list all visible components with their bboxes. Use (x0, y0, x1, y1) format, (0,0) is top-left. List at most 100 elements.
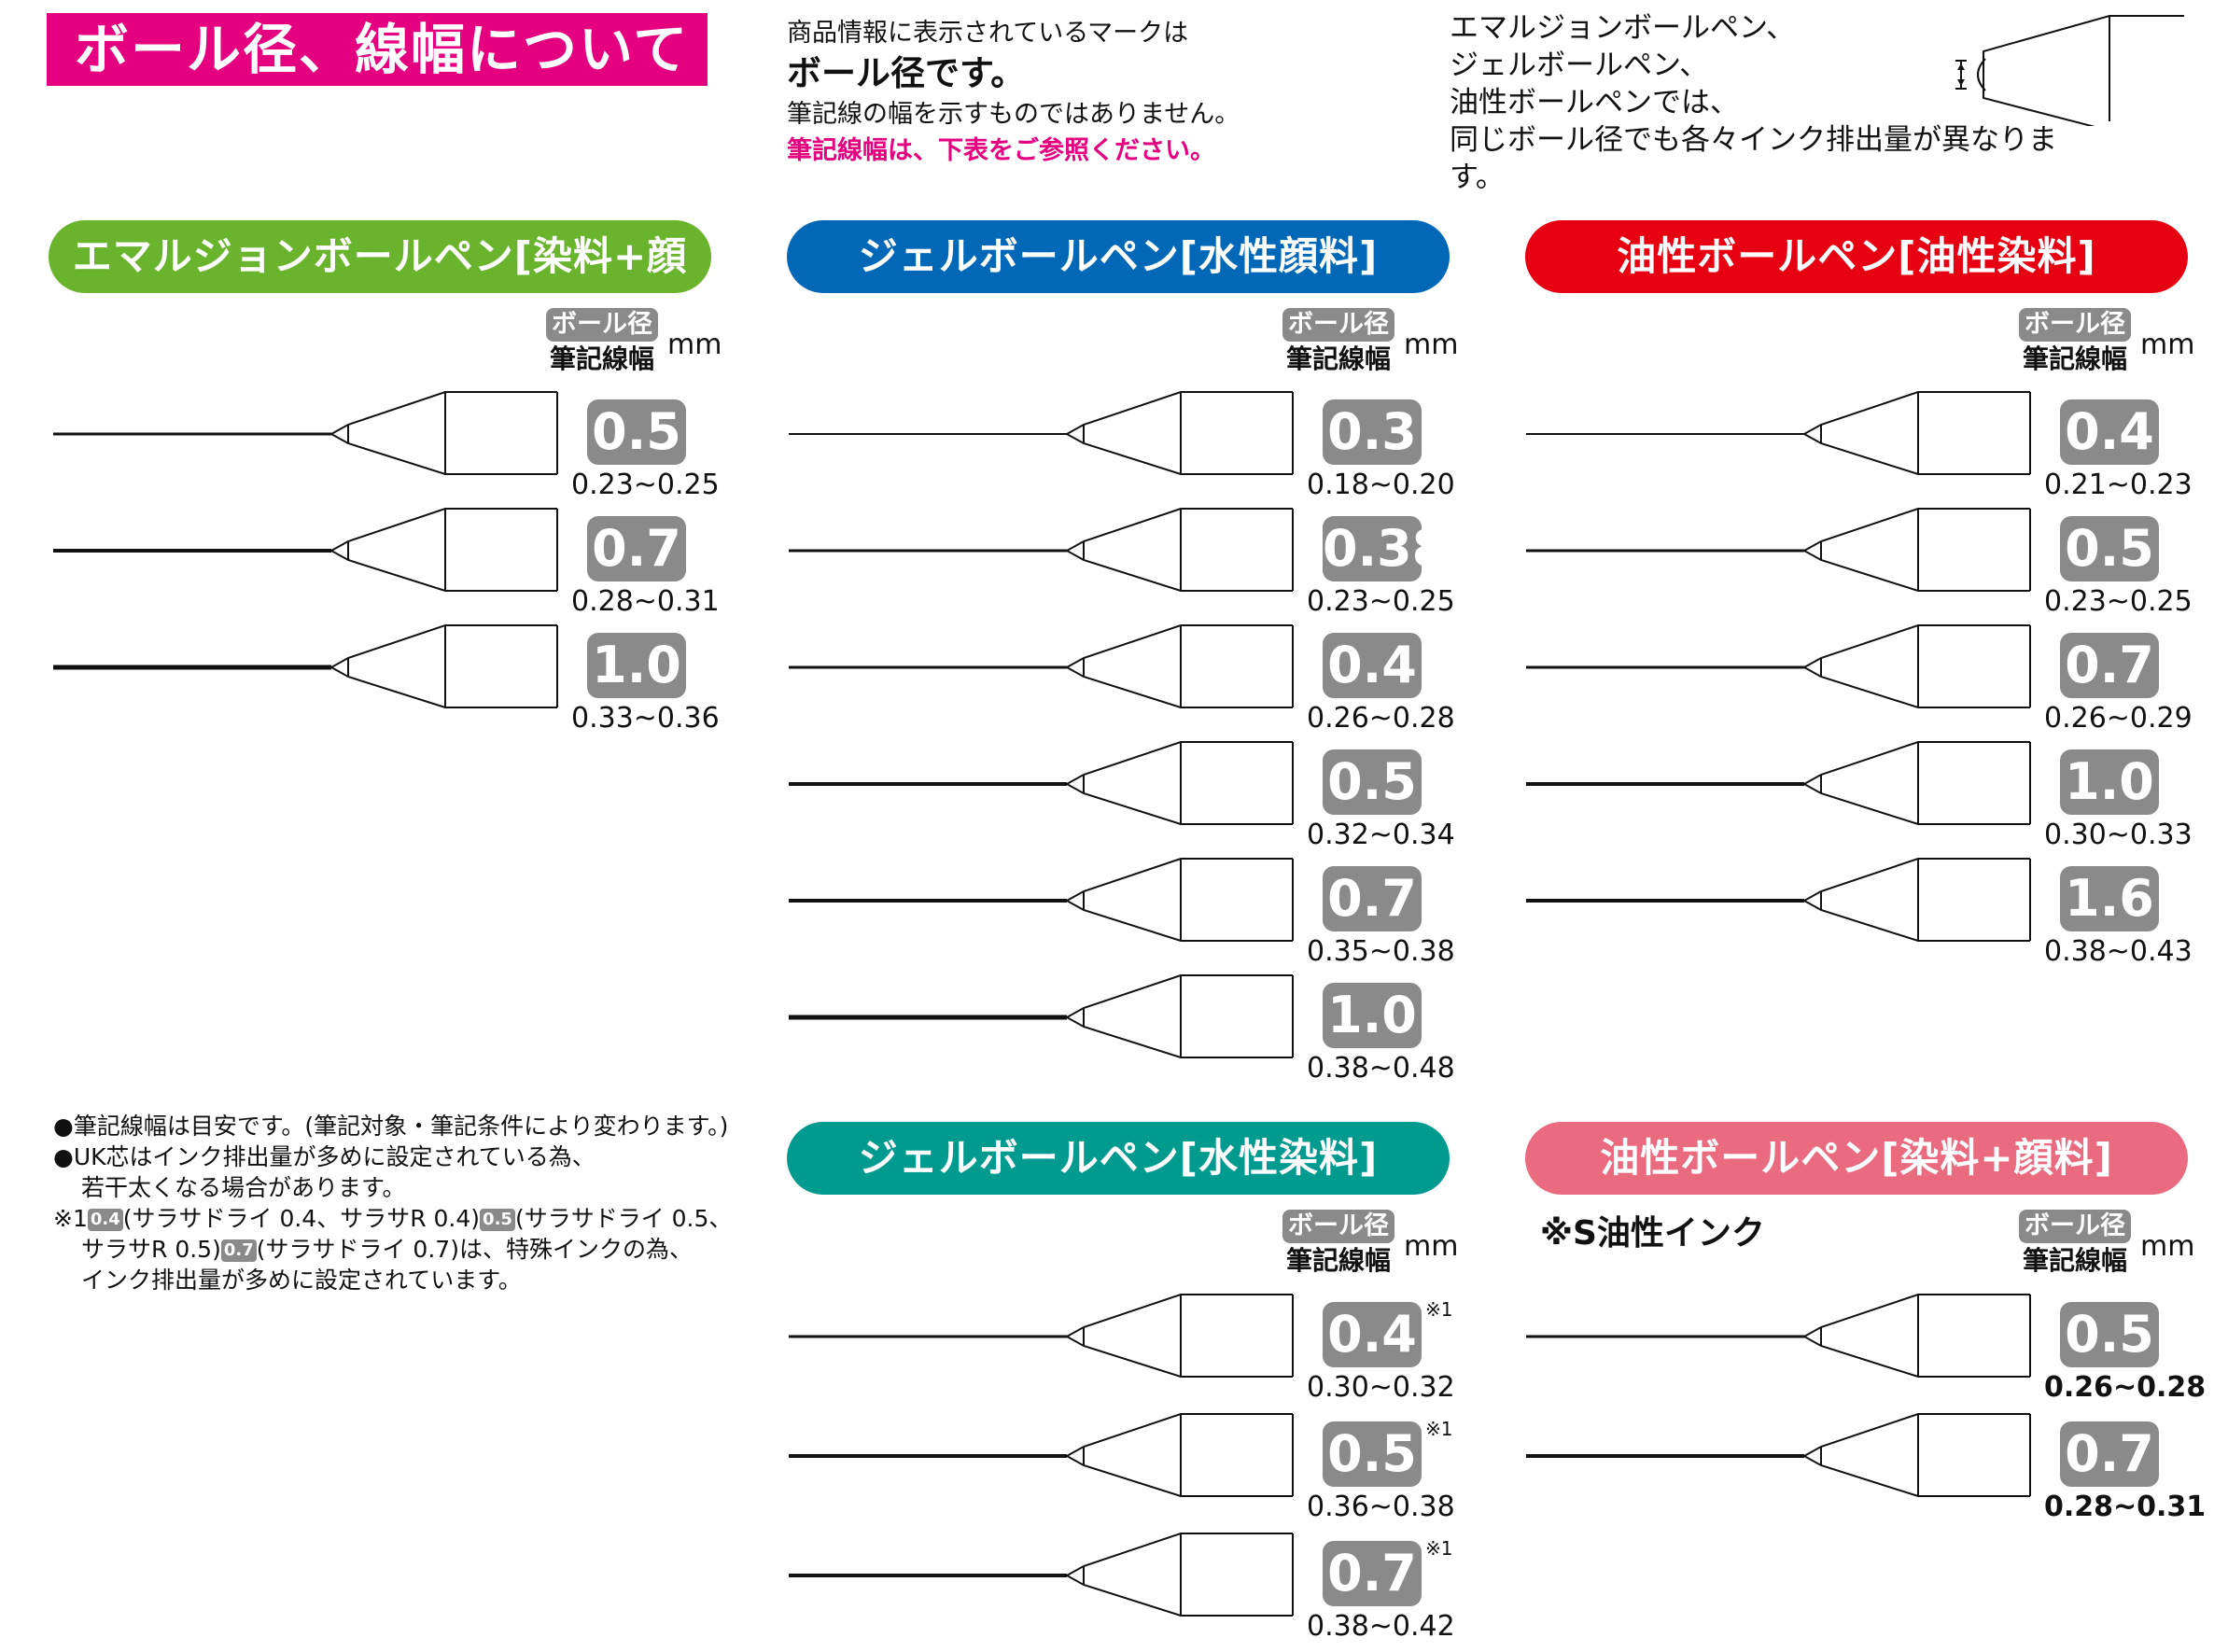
note-3-text3: サラサR 0.5) (81, 1236, 221, 1263)
ball-size-badge: 0.7 (2060, 1421, 2159, 1487)
ball-size-badge: 0.4 (2060, 399, 2159, 465)
pen-row-oil_dye-0: 0.4 0.21~0.23 (1526, 383, 2193, 501)
notice-line2: ボール径です。 (787, 53, 1026, 93)
note-3-prefix: ※1 (53, 1205, 88, 1232)
line-width-label: 筆記線幅 (1285, 343, 1391, 374)
ball-size-badge: 1.0 (2060, 749, 2159, 815)
ball-size-badge: 0.7 (587, 516, 686, 581)
pen-tip-icon (789, 1533, 1294, 1617)
line-width-label: 筆記線幅 (2022, 1245, 2127, 1276)
pen-row-emulsion-0: 0.5 0.23~0.25 (53, 383, 720, 501)
line-width-value: 0.38~0.42 (1307, 1610, 1455, 1643)
note-1: ●筆記線幅は目安です。(筆記対象・筆記条件により変わります。) (53, 1113, 729, 1140)
header-gel-dye: ジェルボールペン[水性染料] (787, 1122, 1450, 1195)
col-head-gel-pigment: ボール径 筆記線幅 (1273, 308, 1404, 377)
pen-tip-icon (1526, 1413, 2031, 1497)
line-width-label: 筆記線幅 (2022, 343, 2127, 374)
pen-row-oil_dye-1: 0.5 0.23~0.25 (1526, 499, 2193, 618)
page-title: ボール径、線幅について (47, 13, 708, 86)
ball-diameter-label: ボール径 (1282, 1210, 1394, 1243)
pen-row-gel_pigment-4: 0.7 0.35~0.38 (789, 849, 1455, 968)
ball-size-badge: 0.7 (1323, 1541, 1422, 1606)
ball-diameter-label: ボール径 (2019, 1210, 2131, 1243)
line-width-value: 0.23~0.25 (2044, 585, 2193, 618)
pen-tip-icon (1526, 624, 2031, 708)
ball-diameter-label: ボール径 (546, 308, 658, 342)
line-width-value: 0.18~0.20 (1307, 469, 1455, 501)
ball-size-badge: 0.7 (1323, 866, 1422, 931)
pen-tip-icon (1526, 508, 2031, 592)
ball-size-badge: 0.3 (1323, 399, 1422, 465)
pen-row-gel_dye-2: 0.7※1 0.38~0.42 (789, 1524, 1455, 1643)
note-3-cont1: サラサR 0.5)0.7(サラサドライ 0.7)は、特殊インクの為、 (53, 1234, 744, 1265)
line-width-value: 0.30~0.32 (1307, 1371, 1455, 1404)
pen-tip-icon (1526, 1294, 2031, 1378)
ball-size-badge: 0.5 (587, 399, 686, 465)
ink-note-line2: ジェルボールペン、 (1450, 49, 1709, 82)
pen-tip-icon (53, 624, 558, 708)
pen-row-gel_pigment-0: 0.3 0.18~0.20 (789, 383, 1455, 501)
note-3-text1: (サラサドライ 0.4、サラサR 0.4) (122, 1205, 481, 1232)
line-width-label: 筆記線幅 (549, 343, 654, 374)
line-width-value: 0.32~0.34 (1307, 819, 1455, 851)
footnote-mark: ※1 (1425, 1298, 1453, 1321)
pen-tip-icon (789, 1294, 1294, 1378)
ink-note-line4: 同じボール径でも各々インク排出量が異なります。 (1450, 123, 2057, 194)
ball-size-badge: 0.4 (1323, 1302, 1422, 1367)
line-width-value: 0.23~0.25 (571, 469, 720, 501)
mini-badge-04: 0.4 (87, 1209, 123, 1231)
ball-size-badge: 0.5 (1323, 1421, 1422, 1487)
line-width-value: 0.26~0.28 (2044, 1371, 2207, 1404)
footnote-mark: ※1 (1425, 1537, 1453, 1560)
note-3-cont2: インク排出量が多めに設定されています。 (81, 1267, 522, 1294)
pen-row-oil_dye-4: 1.6 0.38~0.43 (1526, 849, 2193, 968)
unit-label: mm (1404, 1230, 1459, 1263)
pen-tip-icon (1526, 741, 2031, 825)
unit-label: mm (1404, 329, 1459, 361)
mini-badge-07: 0.7 (220, 1239, 257, 1262)
col-head-oil-mix: ボール径 筆記線幅 (2010, 1210, 2140, 1279)
line-width-value: 0.21~0.23 (2044, 469, 2193, 501)
line-width-value: 0.35~0.38 (1307, 935, 1455, 968)
unit-label: mm (2140, 329, 2195, 361)
ball-size-badge: 1.0 (587, 633, 686, 698)
ball-size-badge: 1.0 (1323, 983, 1422, 1048)
pen-tip-icon (53, 508, 558, 592)
col-head-gel-dye: ボール径 筆記線幅 (1273, 1210, 1404, 1279)
ball-size-badge: 0.5 (2060, 516, 2159, 581)
line-width-value: 0.26~0.29 (2044, 702, 2193, 735)
line-width-value: 0.38~0.43 (2044, 935, 2193, 968)
ball-size-badge: 1.6 (2060, 866, 2159, 931)
col-head-oil-dye: ボール径 筆記線幅 (2010, 308, 2140, 377)
line-width-value: 0.23~0.25 (1307, 585, 1455, 618)
ball-mark-notice: 商品情報に表示されているマークは ボール径です。 筆記線の幅を示すものではありま… (787, 15, 1310, 169)
line-width-value: 0.26~0.28 (1307, 702, 1455, 735)
line-width-value: 0.30~0.33 (2044, 819, 2193, 851)
line-width-value: 0.36~0.38 (1307, 1491, 1455, 1523)
pen-tip-icon (789, 391, 1294, 475)
pen-row-gel_dye-1: 0.5※1 0.36~0.38 (789, 1405, 1455, 1523)
pen-row-oil_mix-1: 0.7 0.28~0.31 (1526, 1405, 2206, 1523)
pen-tip-icon (1526, 391, 2031, 475)
ball-size-badge: 0.5 (2060, 1302, 2159, 1367)
pen-tip-icon (789, 1413, 1294, 1497)
s-oil-ink-note: ※S油性インク (1540, 1214, 1765, 1253)
footnote-mark: ※1 (1425, 1418, 1453, 1440)
ink-discharge-note: エマルジョンボールペン、 ジェルボールペン、 油性ボールペンでは、 同じボール径… (1450, 9, 2103, 196)
pen-tip-icon (789, 508, 1294, 592)
note-3-text4: (サラサドライ 0.7)は、特殊インクの為、 (256, 1236, 693, 1263)
pen-tip-icon (789, 624, 1294, 708)
line-width-value: 0.28~0.31 (2044, 1491, 2207, 1523)
pen-tip-icon (1526, 858, 2031, 942)
pen-row-oil_mix-0: 0.5 0.26~0.28 (1526, 1285, 2206, 1404)
ball-diameter-illustration-icon (1955, 15, 2184, 126)
pen-row-oil_dye-3: 1.0 0.30~0.33 (1526, 733, 2193, 851)
note-3-text2: (サラサドライ 0.5、 (514, 1205, 733, 1232)
pen-tip-icon (789, 741, 1294, 825)
